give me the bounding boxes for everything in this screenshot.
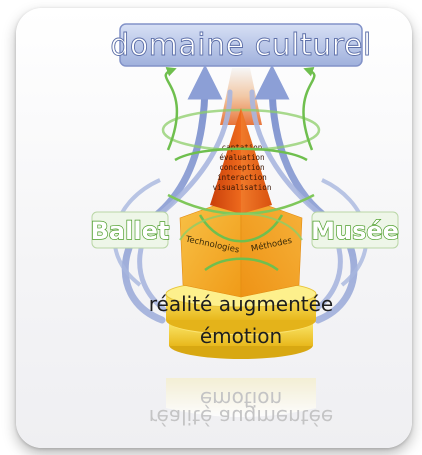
base-lower-label: émotion [200, 324, 282, 348]
title-box: domaine culturel [110, 23, 372, 67]
ballet-box: Ballet [90, 211, 170, 249]
apex: captation évaluation conception interact… [210, 108, 272, 214]
front-loops [167, 147, 315, 272]
reflection-upper: émotion [200, 387, 282, 411]
reflection-lower: réalité augmentée [149, 405, 334, 429]
apex-term: évaluation [219, 153, 264, 162]
apex-term: conception [219, 163, 264, 172]
apex-term: interaction [217, 173, 267, 182]
pyramid: Technologies Méthodes [179, 195, 303, 298]
reflection: émotion réalité augmentée [149, 378, 334, 429]
musee-box: Musée [310, 211, 400, 249]
ballet-label: Ballet [91, 217, 170, 245]
apex-term: captation [222, 143, 263, 152]
apex-term: visualisation [213, 183, 272, 192]
musee-label: Musée [311, 217, 399, 245]
title-text: domaine culturel [110, 28, 371, 63]
